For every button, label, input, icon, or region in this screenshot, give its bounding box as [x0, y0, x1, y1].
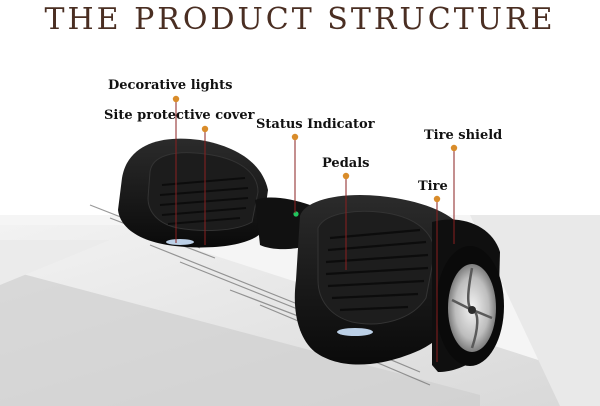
label-tire: Tire: [418, 179, 448, 194]
floor-light-band: [0, 240, 110, 285]
hub-center: [468, 306, 476, 314]
floor-shadow: [0, 268, 480, 406]
label-site-protective-cover: Site protective cover: [104, 108, 255, 123]
label-tire-shield: Tire shield: [424, 128, 503, 143]
status-led-dot: [293, 211, 299, 217]
page-title: THE PRODUCT STRUCTURE: [44, 2, 556, 37]
label-pedals: Pedals: [322, 156, 370, 171]
right-pedal: [317, 210, 435, 325]
label-decorative-lights: Decorative lights: [108, 78, 233, 93]
floor-right-plane: [470, 215, 600, 406]
label-markers: [172, 95, 458, 203]
decorative-light-left: [166, 239, 194, 245]
right-pedal-grooves: [325, 228, 429, 312]
decorative-light-right: [337, 328, 373, 336]
label-status-indicator: Status Indicator: [256, 117, 375, 132]
leader-lines: [175, 99, 455, 362]
